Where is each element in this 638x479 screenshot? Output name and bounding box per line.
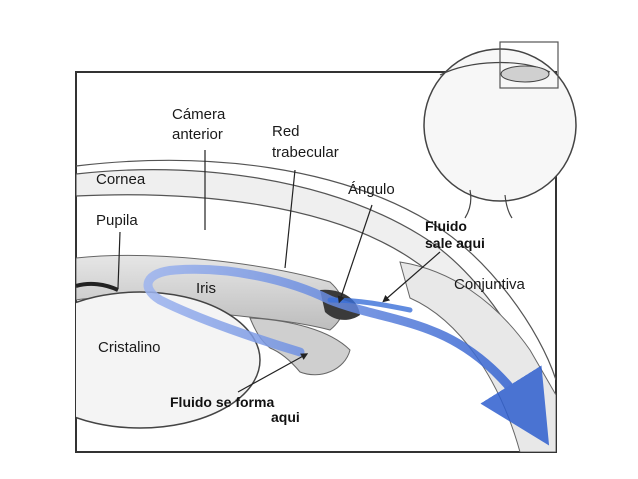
pointer-lines <box>117 150 441 393</box>
label-conjuntiva: Conjuntiva <box>454 276 526 293</box>
label-iris: Iris <box>196 280 216 297</box>
label-cornea: Cornea <box>96 171 146 188</box>
label-fluido-forma-1: Fluido se forma <box>170 394 274 410</box>
label-red-trabecular-2: trabecular <box>272 144 339 161</box>
cornea-shape <box>76 169 556 452</box>
label-angulo: Ángulo <box>348 181 395 198</box>
label-fluido-forma-2: aqui <box>271 409 300 425</box>
label-cristalino: Cristalino <box>98 339 161 356</box>
label-pupila: Pupila <box>96 212 138 229</box>
pupil-edge <box>76 281 119 292</box>
inset-zoom-box <box>499 41 559 89</box>
label-fluido-sale-1: Fluido <box>425 218 467 234</box>
eye-globe-inset <box>423 41 577 219</box>
sclera-curve <box>76 159 556 381</box>
label-camara-anterior-2: anterior <box>172 126 223 143</box>
label-fluido-sale-2: sale aqui <box>425 235 485 251</box>
fluid-flow-path <box>143 264 550 446</box>
label-camara-anterior-1: Cámera <box>172 106 226 123</box>
label-red-trabecular-1: Red <box>272 123 300 140</box>
